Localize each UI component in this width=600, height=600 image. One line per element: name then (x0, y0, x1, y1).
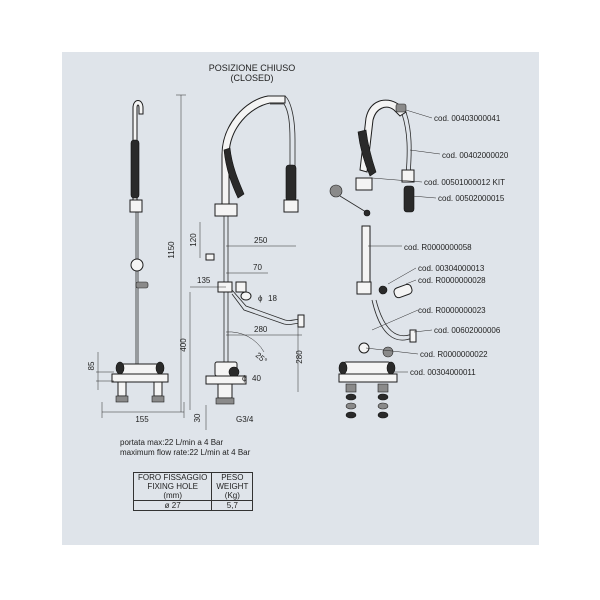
part-code-5: cod. R0000000058 (404, 243, 472, 252)
leader-lines (365, 109, 441, 373)
phi-symbol-2: ϕ (242, 374, 247, 383)
part-code-3: cod. 00501000012 KIT (424, 178, 505, 187)
dim-280-horizontal: 280 (254, 325, 268, 334)
dim-85: 85 (87, 361, 96, 370)
spec-table-header-row: FORO FISSAGGIO FIXING HOLE (mm) PESO WEI… (132, 472, 254, 501)
weight-value: 5,7 (211, 500, 254, 511)
flow-rate-english: maximum flow rate:22 L/min at 4 Bar (120, 448, 251, 457)
part-code-7: cod. R0000000028 (418, 276, 486, 285)
dim-phi40: 40 (252, 374, 261, 383)
dim-250: 250 (254, 236, 268, 245)
part-code-9: cod. 00602000006 (434, 326, 501, 335)
spec-table-value-row: ø 27 5,7 (132, 500, 254, 511)
flow-rate-note: portata max:22 L/min a 4 Bar maximum flo… (120, 438, 250, 458)
spec-table: FORO FISSAGGIO FIXING HOLE (mm) PESO WEI… (132, 472, 254, 511)
title-english: (CLOSED) (230, 73, 273, 83)
part-code-11: cod. 00304000011 (410, 368, 476, 377)
dim-135: 135 (197, 276, 211, 285)
weight-label-en: WEIGHT (216, 482, 249, 491)
title-italian: POSIZIONE CHIUSO (209, 63, 296, 73)
part-code-10: cod. R0000000022 (420, 350, 488, 359)
fixing-hole-header: FORO FISSAGGIO FIXING HOLE (mm) (132, 472, 213, 501)
front-view (205, 95, 305, 405)
thread-g34: G3/4 (236, 415, 254, 424)
exploded-view (329, 99, 417, 419)
weight-label-it: PESO (221, 473, 244, 482)
part-code-1: cod. 00403000041 (434, 114, 501, 123)
dim-1150: 1150 (167, 241, 176, 259)
dim-155: 155 (135, 415, 149, 424)
weight-unit: (Kg) (224, 491, 240, 500)
drawing-sheet (62, 52, 539, 545)
dim-70: 70 (253, 263, 262, 272)
dim-120: 120 (189, 233, 198, 247)
dim-400: 400 (179, 338, 188, 352)
fixing-hole-label-it: FORO FISSAGGIO (138, 473, 208, 482)
fixing-hole-label-en: FIXING HOLE (147, 482, 199, 491)
part-code-4: cod. 00502000015 (438, 194, 505, 203)
fixing-hole-value: ø 27 (132, 500, 213, 511)
dim-30: 30 (193, 413, 202, 422)
dim-280-vertical: 280 (295, 350, 304, 364)
part-code-8: cod. R0000000023 (418, 306, 486, 315)
part-code-6: cod. 00304000013 (418, 264, 485, 273)
phi-symbol-1: ϕ (258, 294, 263, 303)
weight-header: PESO WEIGHT (Kg) (211, 472, 254, 501)
flow-rate-italian: portata max:22 L/min a 4 Bar (120, 438, 224, 447)
fixing-hole-unit: (mm) (163, 491, 182, 500)
part-code-2: cod. 00402000020 (442, 151, 509, 160)
dim-angle: 25° (254, 351, 269, 366)
side-view: 85 155 (87, 100, 185, 424)
dim-phi18: 18 (268, 294, 277, 303)
